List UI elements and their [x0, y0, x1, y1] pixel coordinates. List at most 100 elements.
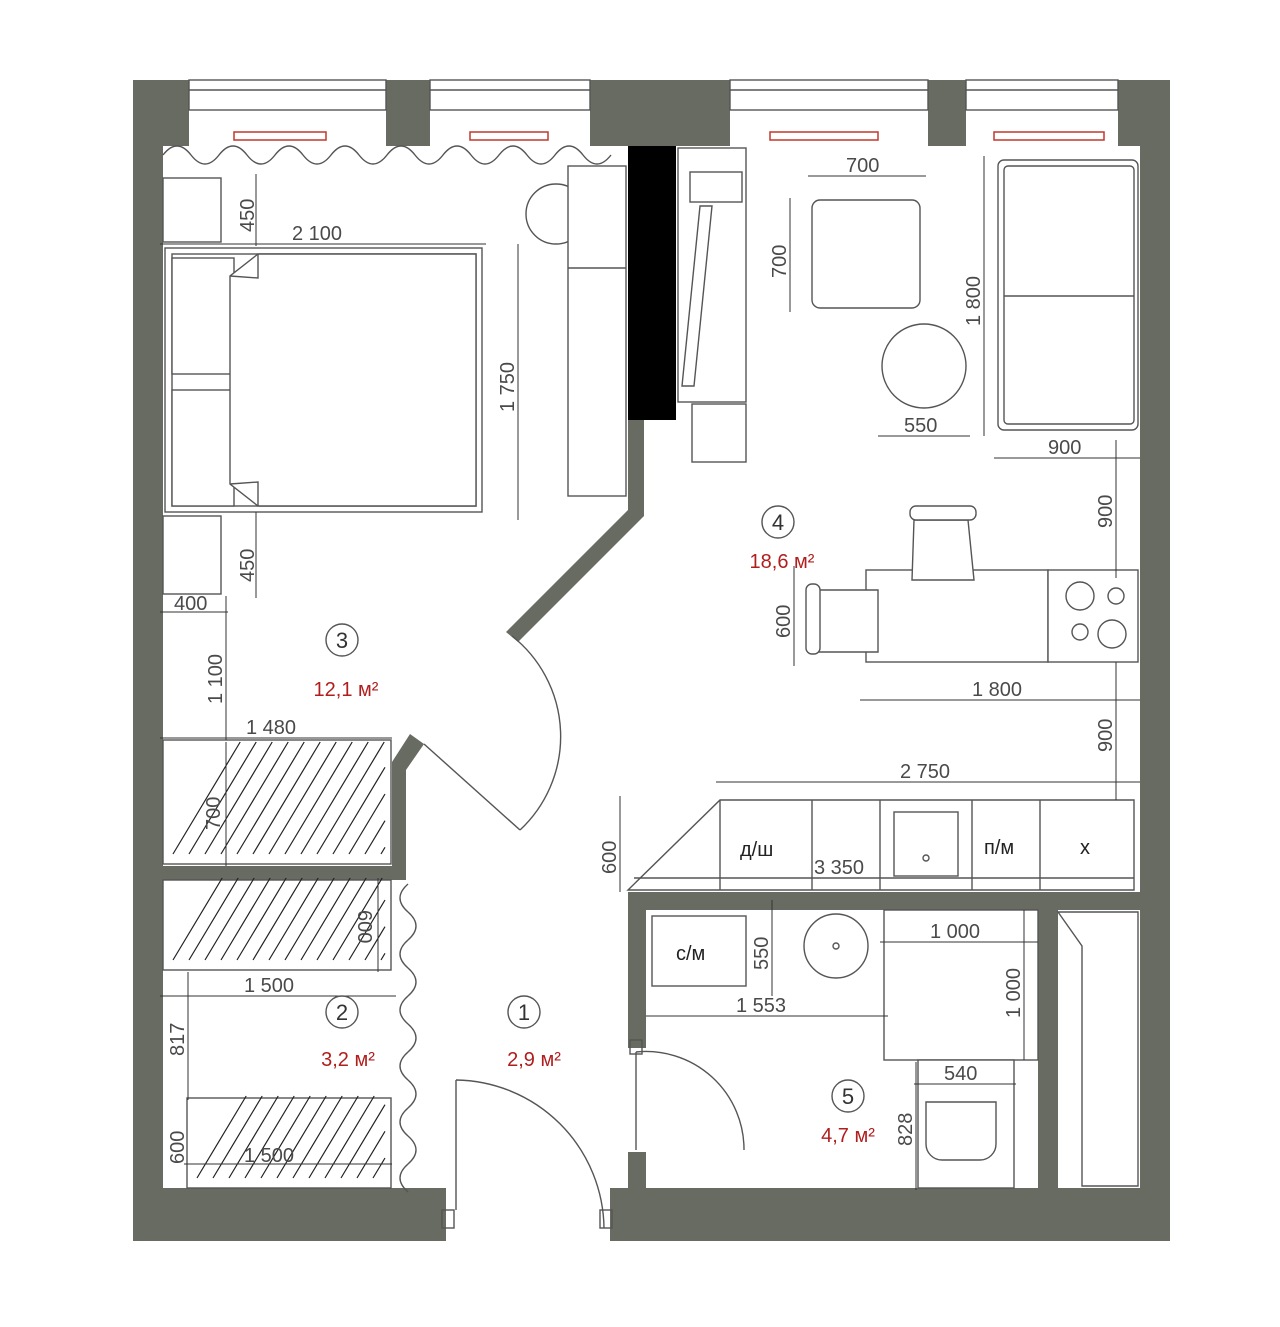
- wall-shaft: [1038, 910, 1058, 1188]
- curtain-top: [162, 145, 612, 165]
- stove-counter: [1047, 569, 1139, 663]
- shaft: [1056, 911, 1139, 1187]
- dim-1553: 1 553: [736, 995, 786, 1017]
- counter-top: [626, 799, 1135, 891]
- entrance-door-jamb-right: [599, 1209, 613, 1229]
- dim-1500-a: 1 500: [244, 975, 294, 997]
- curtain-vertical: [399, 883, 417, 1193]
- bathroom-door-swing: [635, 1050, 745, 1151]
- windows: [188, 79, 1119, 111]
- dim-1800-sofa: 1 800: [963, 276, 985, 326]
- label-dishwasher: д/ш: [740, 839, 773, 861]
- wall-top-pier-2: [386, 80, 430, 146]
- dim-817: 817: [167, 1023, 189, 1056]
- dim-700-w: 700: [846, 155, 879, 177]
- room-markers: 3 12,1 м² 4 18,6 м² 2 3,2 м² 1 2,9 м² 5 …: [314, 505, 875, 1147]
- appliance-labels: д/ш п/м х с/м: [676, 837, 1090, 965]
- wardrobe-3: [186, 1097, 392, 1189]
- wall-top-pier-4: [928, 80, 966, 146]
- radiator-4: [993, 131, 1105, 141]
- bedroom-door-swing: [511, 635, 562, 831]
- dining-table: [865, 569, 1049, 663]
- burner-2: [1107, 587, 1125, 605]
- dim-1750: 1 750: [497, 362, 519, 412]
- room-4-circle: [761, 505, 795, 539]
- toilet-bowl: [925, 1101, 997, 1161]
- room-4-area: 18,6 м²: [750, 551, 815, 573]
- wall-top-pier-5: [1118, 80, 1170, 146]
- dim-540: 540: [944, 1063, 977, 1085]
- dim-600-wardrobe: 600: [353, 910, 375, 943]
- entrance-door-swing: [455, 1079, 605, 1229]
- living-furniture: [677, 147, 1139, 663]
- chair-top-back: [909, 505, 977, 521]
- dim-550-sink: 550: [751, 937, 773, 970]
- dim-600-kitchen: 600: [599, 841, 621, 874]
- burner-3: [1071, 623, 1089, 641]
- label-microwave: п/м: [984, 837, 1014, 859]
- entrance-door-jamb: [441, 1209, 455, 1229]
- dim-450-bottom: 450: [237, 549, 259, 582]
- radiator-3: [769, 131, 879, 141]
- dimension-lines: [160, 156, 1140, 1190]
- curtains: [162, 145, 612, 1193]
- dim-1800-table: 1 800: [972, 679, 1022, 701]
- room-3-number: 3: [336, 628, 348, 653]
- walls: [133, 80, 1170, 1241]
- dim-1000-w: 1 000: [930, 921, 980, 943]
- wall-bathroom-left: [628, 892, 646, 1048]
- dim-900-sofa: 900: [1048, 437, 1081, 459]
- wall-bottom-right: [610, 1188, 1170, 1241]
- dim-450-top: 450: [237, 199, 259, 232]
- bedroom-furniture: [162, 165, 627, 595]
- kitchen-sink: [893, 811, 959, 877]
- dim-550-table: 550: [904, 415, 937, 437]
- label-fridge: х: [1080, 837, 1090, 859]
- bathroom-fixtures: [651, 909, 1139, 1189]
- dim-828: 828: [895, 1113, 917, 1146]
- wardrobe-1-hatch: [172, 741, 386, 855]
- burner-4: [1097, 619, 1127, 649]
- tv-unit-top: [689, 171, 743, 203]
- doors: [423, 635, 745, 1229]
- dim-900-right: 900: [1095, 495, 1117, 528]
- wall-bathroom-top: [628, 892, 1140, 910]
- radiators: [233, 131, 1105, 141]
- blanket-fold-top: [229, 254, 259, 279]
- room-5-number: 5: [842, 1084, 854, 1109]
- room-1-circle: [507, 995, 541, 1029]
- dim-2100: 2 100: [292, 223, 342, 245]
- dim-700-wardrobe: 700: [203, 797, 225, 830]
- sink-drain: [922, 854, 930, 862]
- room-3-area: 12,1 м²: [314, 679, 379, 701]
- pillow-bottom: [171, 389, 235, 507]
- bathroom-door-jamb: [629, 1039, 643, 1055]
- blanket-fold-bottom: [229, 481, 259, 506]
- window-2: [429, 79, 591, 111]
- washing-machine: [651, 915, 747, 987]
- coffee-table: [881, 323, 967, 409]
- armchair: [811, 199, 921, 309]
- tall-cabinet: [567, 165, 627, 497]
- dim-1000-h: 1 000: [1003, 968, 1025, 1018]
- dim-1480: 1 480: [246, 717, 296, 739]
- room-5-circle: [831, 1079, 865, 1113]
- dim-900-right2: 900: [1095, 719, 1117, 752]
- wall-left: [133, 80, 163, 1241]
- wardrobe-3-hatch: [196, 1095, 386, 1179]
- wall-wardrobe-partition: [163, 734, 424, 880]
- sofa-seat: [1003, 165, 1135, 425]
- wardrobe-2-hatch: [172, 877, 386, 961]
- shower: [883, 909, 1039, 1061]
- wall-bathroom-door-jamb: [628, 1152, 646, 1188]
- burner-1: [1065, 581, 1095, 611]
- bathroom-sink-drain: [832, 942, 840, 950]
- room-5-area: 4,7 м²: [821, 1125, 875, 1147]
- wardrobes: [162, 739, 392, 1189]
- dim-600-table: 600: [773, 605, 795, 638]
- dim-2750: 2 750: [900, 761, 950, 783]
- blanket: [229, 253, 477, 507]
- wall-bottom-left: [133, 1188, 446, 1241]
- dim-1100: 1 100: [205, 654, 227, 704]
